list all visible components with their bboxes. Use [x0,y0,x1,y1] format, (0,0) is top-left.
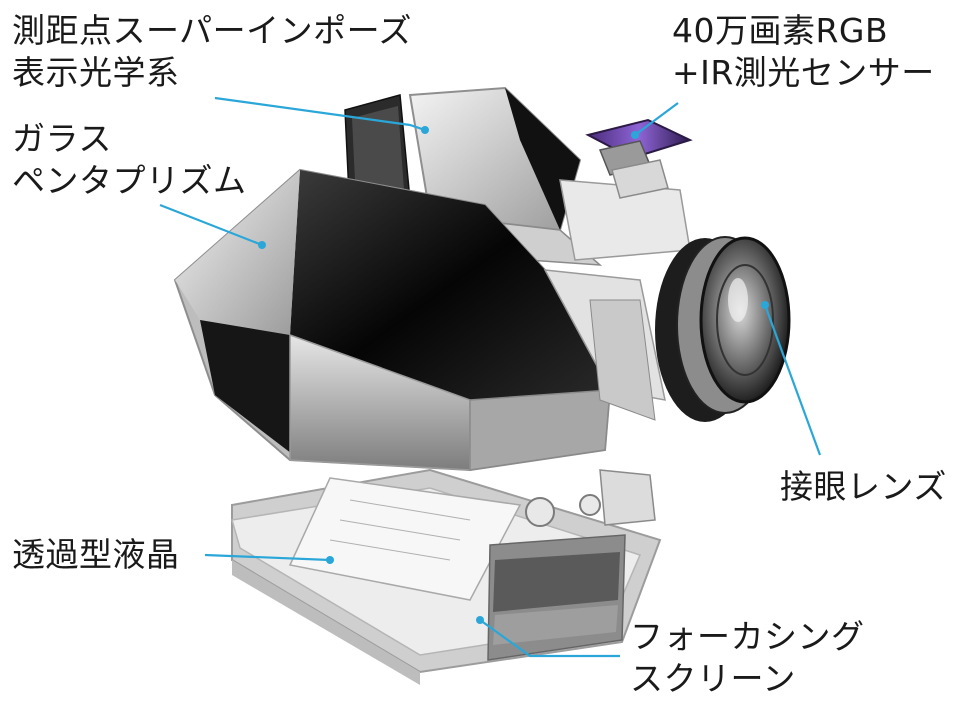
leader-af-superimpose [214,96,426,132]
label-pentaprism: ガラス ペンタプリズム [12,118,247,202]
leader-rgb-sensor [634,102,679,136]
label-lcd: 透過型液晶 [12,534,180,576]
eyepiece-lens [655,236,791,422]
leader-pentaprism [159,203,263,247]
label-focusing-screen-line1: フォーカシング [630,617,865,656]
leader-dot-eyepiece [761,301,769,309]
glass-pentaprism [173,168,666,472]
leader-eyepiece [763,304,822,456]
leader-dot-screen [476,616,484,624]
label-focusing-screen: フォーカシング スクリーン [630,616,865,700]
leader-dot-lcd [326,556,334,564]
mount-mechanics [525,469,656,527]
label-eyepiece: 接眼レンズ [780,466,947,508]
label-pentaprism-line2: ペンタプリズム [12,161,247,200]
leader-dot-prism [258,241,266,249]
label-lcd-line1: 透過型液晶 [12,535,180,574]
base-assembly [231,468,662,685]
label-af-superimpose: 測距点スーパーインポーズ 表示光学系 [12,10,412,94]
leader-lines [159,96,822,658]
leader-dot-sensor [631,131,639,139]
leader-lcd [204,553,331,562]
leader-dot-af [421,126,429,134]
label-af-superimpose-line1: 測距点スーパーインポーズ [12,11,413,50]
rgb-ir-sensor [585,118,693,199]
leader-focusing-screen [479,619,620,658]
label-rgb-sensor: 40万画素RGB +IR測光センサー [672,10,935,94]
label-eyepiece-line1: 接眼レンズ [780,467,947,506]
label-pentaprism-line1: ガラス [12,119,112,158]
label-af-superimpose-line2: 表示光学系 [12,53,180,92]
label-rgb-sensor-line1: 40万画素RGB [672,11,889,50]
label-rgb-sensor-line2: +IR測光センサー [672,53,935,92]
label-focusing-screen-line2: スクリーン [630,659,796,698]
